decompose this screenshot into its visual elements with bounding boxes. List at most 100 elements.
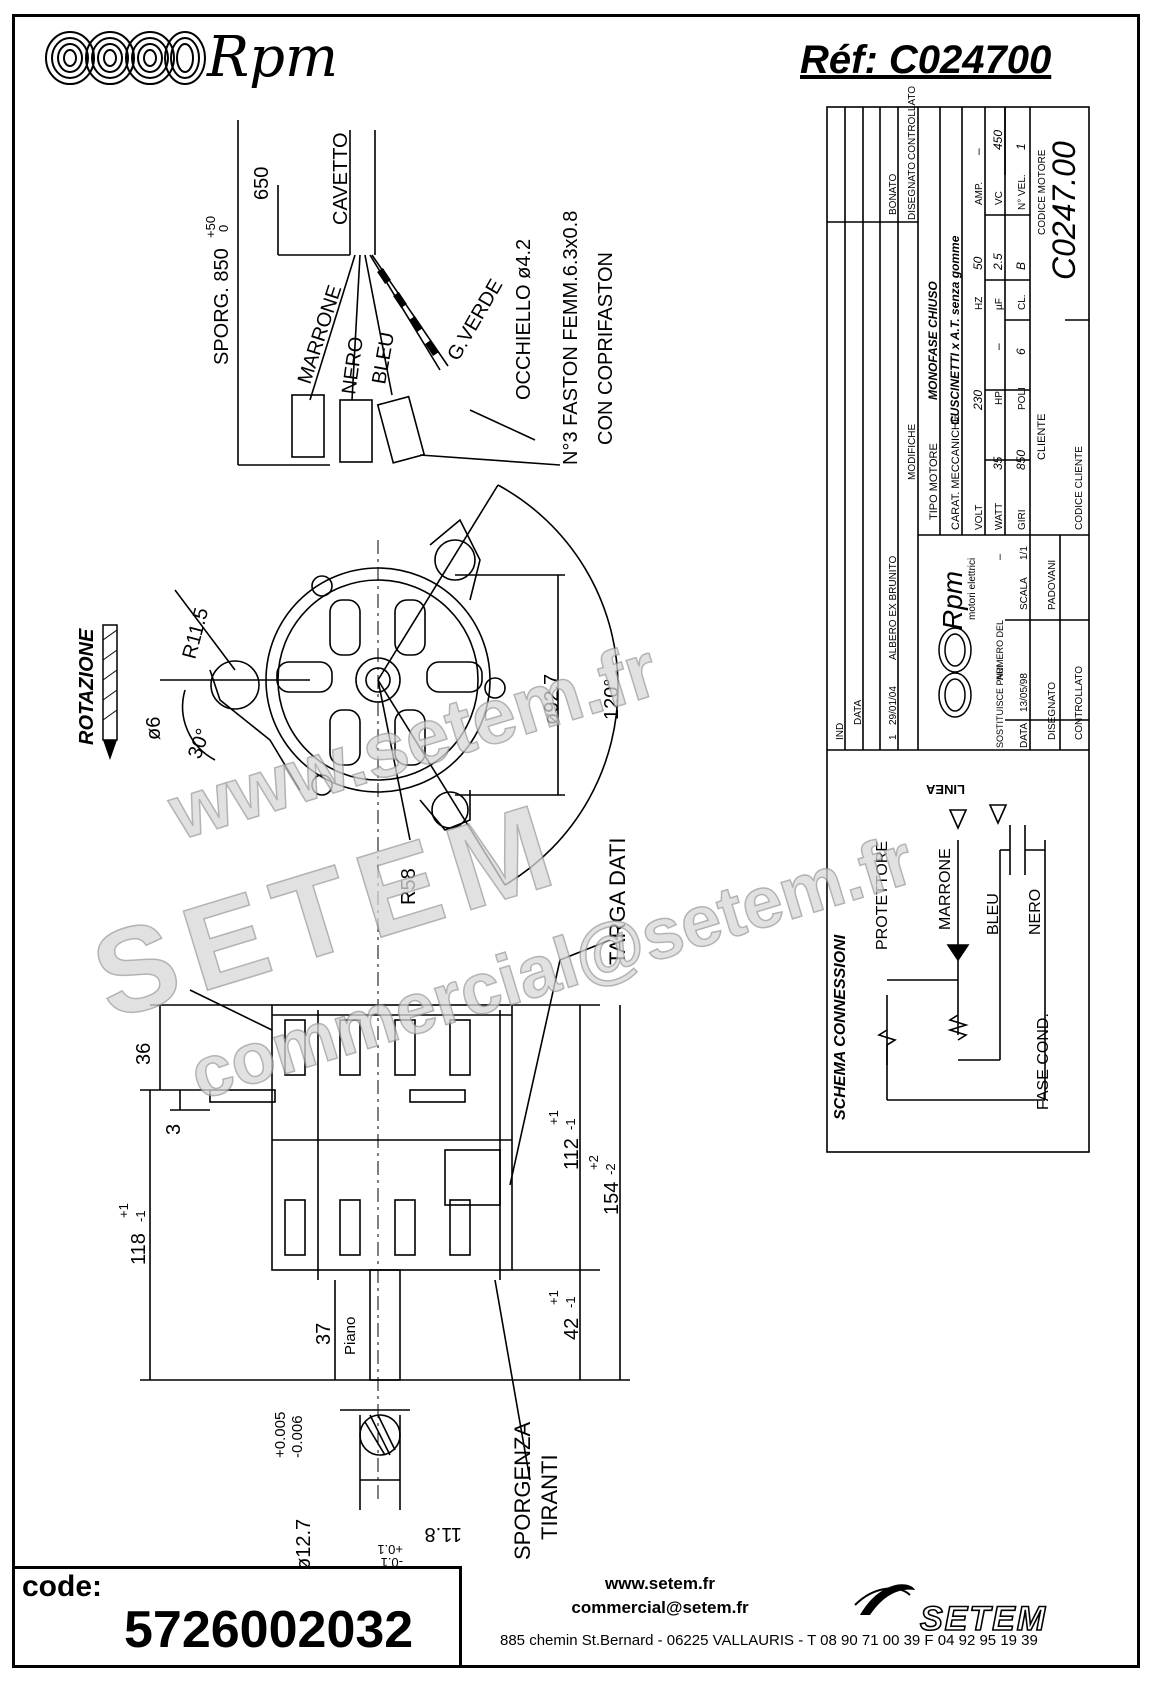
carat-label: CARAT. MECCANICHE [950, 415, 962, 530]
sostituisce-label: SOSTITUISCE PARI [995, 665, 1005, 748]
nvel-label: N° VEL. [1017, 174, 1028, 210]
label-cavetto: CAVETTO [330, 132, 352, 225]
disegnato-header: DISEGNATO [907, 162, 918, 220]
dim-118: 118 [128, 1233, 150, 1265]
rev-ind-header: IND [835, 723, 846, 740]
modifiche-header: MODIFICHE [907, 424, 918, 480]
carat-value: CUSCINETTI x A.T. senza gomme [948, 235, 962, 425]
dim-shaft-diameter: ø12.7 [293, 1519, 315, 1570]
uf-label: µF [994, 298, 1005, 310]
dim-154-tol-plus: +2 [586, 1155, 601, 1170]
volt-value: 230 [971, 390, 985, 411]
label-tiranti: TIRANTI [537, 1454, 562, 1540]
schema-nero: NERO [1027, 889, 1044, 935]
cliente-label: CLIENTE [1036, 414, 1048, 460]
dim-occhiello: OCCHIELLO ø4.2 [513, 239, 535, 400]
controllato-label: CONTROLLATO [1074, 666, 1085, 740]
tipo-motore: MONOFASE CHIUSO [926, 281, 940, 400]
controllato-header: CONTROLLATO [907, 86, 918, 160]
amp-label: AMP. [974, 182, 985, 205]
schema-title: SCHEMA CONNESSIONI [832, 934, 849, 1120]
cl-label: CL. [1017, 294, 1028, 310]
dim-r58: R58 [398, 868, 420, 905]
codice-motore-label: CODICE MOTORE [1037, 149, 1048, 235]
dim-37: 37 [313, 1323, 335, 1345]
footer-email-link[interactable]: commercial@setem.fr [571, 1598, 749, 1617]
dim-d927: ø92.7 [541, 674, 563, 725]
dim-42-tol-plus: +1 [546, 1290, 561, 1305]
company-brand: Rpm [937, 571, 968, 630]
dim-sporg: SPORG. 850 [211, 248, 233, 365]
hz-label: HZ [974, 297, 985, 310]
poli-value: 6 [1014, 348, 1028, 355]
dim-112-tol-plus: +1 [546, 1110, 561, 1125]
footer-web-link[interactable]: www.setem.fr [605, 1574, 715, 1593]
rev-data-header: DATA [853, 699, 864, 725]
label-piano: Piano [342, 1317, 359, 1355]
company-sub: motori elettrici [967, 558, 978, 620]
setem-logo-text: SETEM [919, 1599, 1048, 1639]
schema-protettore: PROTETTORE [874, 841, 891, 950]
dim-36: 36 [133, 1043, 155, 1065]
watt-value: 35 [991, 456, 1005, 470]
code-label: code: [22, 1570, 103, 1603]
dim-d6: ø6 [143, 717, 165, 740]
codice-cliente-label: CODICE CLIENTE [1074, 446, 1085, 530]
setem-swoosh-icon [854, 1584, 915, 1615]
label-rotazione: ROTAZIONE [76, 628, 98, 745]
dim-flat-tol-plus: +0.1 [377, 1542, 403, 1557]
scala-label: SCALA [1019, 577, 1030, 610]
numero-del-value: – [994, 553, 1006, 560]
schema-fase-cond: FASE COND. [1035, 1013, 1052, 1110]
giri-label: GIRI [1017, 509, 1028, 530]
schema-bleu: BLEU [985, 893, 1002, 935]
dim-sporg-tol-minus: 0 [216, 225, 231, 232]
footer-address: 885 chemin St.Bernard - 06225 VALLAURIS … [500, 1632, 1038, 1649]
dim-shaft-tol-plus: +0.005 [272, 1412, 289, 1458]
volt-label: VOLT [974, 505, 985, 530]
reference-number: Réf: C024700 [800, 38, 1052, 82]
dim-faston: N°3 FASTON FEMM.6.3x0.8 [560, 211, 582, 465]
dim-112-tol-minus: -1 [563, 1118, 578, 1130]
dim-118-tol-minus: -1 [133, 1210, 148, 1222]
scala-value: 1/1 [1019, 546, 1030, 560]
dim-42: 42 [561, 1318, 583, 1340]
dim-3: 3 [163, 1124, 185, 1135]
dim-112: 112 [561, 1138, 583, 1170]
poli-label: POLI [1017, 387, 1028, 410]
dim-154: 154 [601, 1182, 623, 1215]
label-targa-dati: TARGA DATI [605, 837, 630, 965]
uf-value: 2.5 [991, 253, 1005, 271]
rev-data-1: 29/01/04 [888, 686, 899, 725]
dim-118-tol-plus: +1 [116, 1203, 131, 1218]
drawing-frame [12, 14, 1140, 1668]
amp-value: – [971, 148, 985, 155]
cl-value: B [1014, 262, 1028, 270]
bonato-header: BONATO [888, 173, 899, 215]
dim-shaft-tol-minus: -0.006 [289, 1415, 306, 1458]
rev-text-1: ALBERO EX BRUNITO [888, 555, 899, 660]
schema-linea: LINEA [925, 782, 965, 797]
nvel-value: 1 [1014, 143, 1028, 150]
hp-label: HP [994, 391, 1005, 405]
dim-coprifaston: CON COPRIFASTON [595, 252, 617, 445]
hz-value: 50 [971, 256, 985, 270]
disegnato-label: DISEGNATO [1047, 682, 1058, 740]
rev-ind-1: 1 [888, 734, 899, 740]
watt-label: WATT [994, 503, 1005, 530]
rotation-arrow-icon [102, 624, 118, 760]
disegnato-value: PADOVANI [1047, 560, 1058, 610]
tipo-motore-label: TIPO MOTORE [928, 443, 940, 520]
giri-value: 850 [1014, 450, 1028, 470]
company-coil-logo-icon [938, 627, 972, 718]
rpm-coil-logo-icon [45, 31, 206, 85]
code-box [12, 1566, 462, 1668]
data-label: DATA [1019, 722, 1030, 748]
dim-120deg: 120° [601, 679, 623, 720]
dim-sporg-tol-plus: +50 [203, 216, 218, 238]
data-value: 13/05/98 [1019, 673, 1030, 712]
dim-650: 650 [251, 167, 273, 200]
numero-del-label: NUMERO DEL [995, 620, 1005, 680]
